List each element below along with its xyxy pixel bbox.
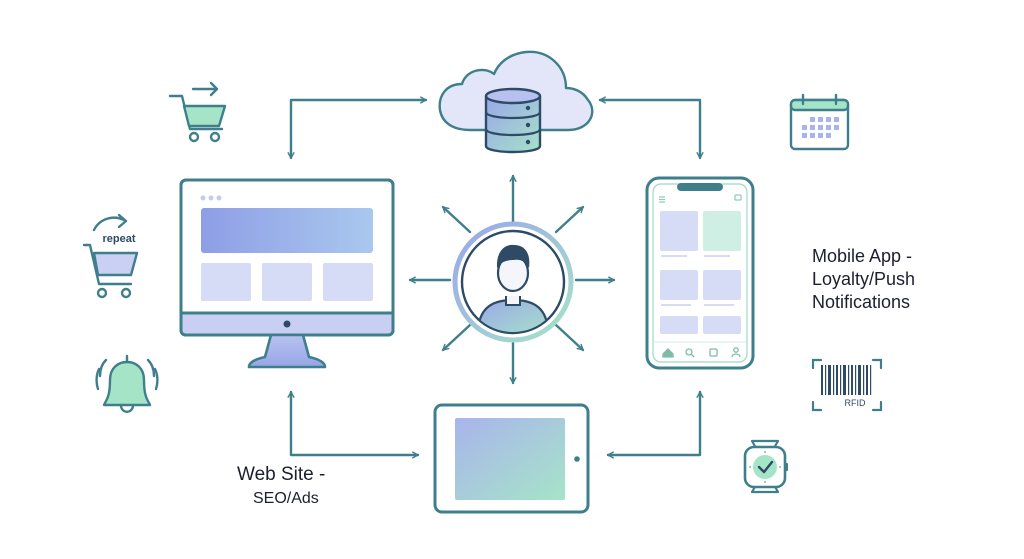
phone-header [659, 196, 665, 203]
search-tab-icon [685, 348, 693, 356]
radial-arrow-up-right [554, 205, 585, 234]
profile-tab-icon [733, 347, 739, 353]
mobile-app-line3: Notifications [812, 292, 911, 312]
phone-tab-bar [662, 347, 741, 358]
bell-icon [95, 354, 159, 413]
repeat-label: repeat [102, 233, 135, 245]
web-site-subtitle: SEO/Ads [253, 490, 319, 507]
home-tab-icon [662, 348, 674, 358]
radial-arrow-down-left [441, 323, 472, 352]
arrow-cloud-phone [598, 100, 700, 160]
rfid-barcode-icon: RFID [811, 358, 883, 412]
mobile-app-line2: Loyalty/Push [812, 269, 916, 289]
shopping-cart-arrow-icon [168, 81, 227, 143]
app-tile [660, 316, 698, 334]
desktop-monitor-icon [179, 178, 395, 369]
content-card [323, 263, 373, 301]
repeat-cart-icon: repeat [82, 213, 139, 299]
content-card [262, 263, 312, 301]
cart-tab-icon [709, 348, 718, 357]
tablet-home-button [574, 456, 580, 462]
connector-arrows [291, 100, 700, 455]
app-tile [660, 211, 698, 251]
radial-arrow-down-right [554, 323, 585, 352]
app-tile [703, 270, 741, 300]
radial-arrows [408, 174, 616, 385]
phone-notch [677, 183, 723, 191]
database-icon [484, 87, 542, 154]
arrow-desktop-cloud [291, 100, 428, 160]
smartwatch-icon [743, 439, 788, 494]
content-card [201, 263, 251, 301]
user-avatar-icon [452, 221, 574, 343]
app-tile [703, 211, 741, 251]
hero-banner [201, 208, 373, 253]
monitor-stand [247, 333, 327, 369]
smartphone-icon [645, 176, 755, 370]
web-site-title: Web Site - [237, 464, 326, 485]
rfid-label: RFID [845, 398, 866, 408]
calendar-icon [789, 93, 850, 151]
arrow-tablet-phone [606, 390, 700, 455]
app-tile [660, 270, 698, 300]
app-tile [703, 316, 741, 334]
tablet-icon [433, 403, 590, 514]
radial-arrow-up-left [441, 205, 472, 234]
browser-dots [200, 195, 222, 201]
cloud-database-icon [438, 50, 594, 154]
arrow-desktop-tablet [291, 390, 420, 455]
mobile-app-title: Mobile App - [812, 246, 913, 266]
